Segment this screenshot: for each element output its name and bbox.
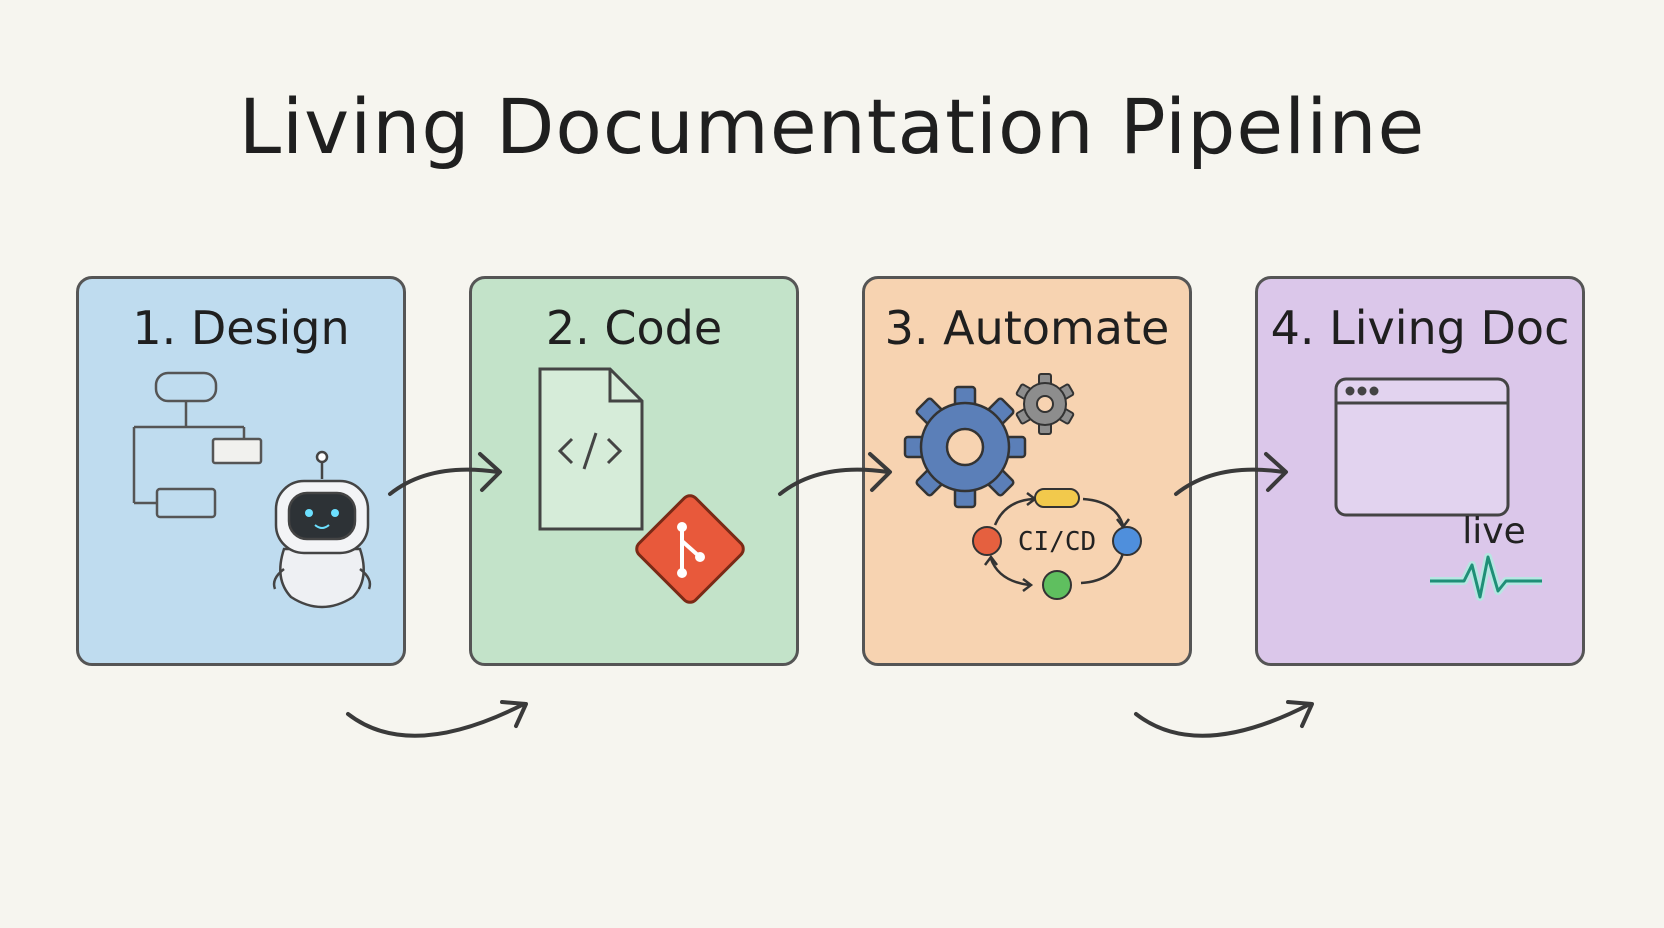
living-doc-icons: live <box>1334 377 1542 601</box>
automate-icons: CI/CD <box>903 373 1142 600</box>
stage-card-code: 2. Code <box>469 276 799 666</box>
arrow-design-to-code <box>388 452 502 496</box>
stage-card-living-doc: 4. Living Doc live <box>1255 276 1585 666</box>
arrow-code-to-automate <box>778 452 892 496</box>
pulse-icon <box>1430 553 1542 601</box>
stage-title-code: 2. Code <box>545 301 723 355</box>
code-icons <box>538 367 745 604</box>
browser-window-icon <box>1334 377 1510 517</box>
arrow-bottom-right <box>1134 700 1314 738</box>
live-label: live <box>1462 511 1525 552</box>
stage-card-design: 1. Design <box>76 276 406 666</box>
robot-icon <box>272 450 372 609</box>
cicd-label: CI/CD <box>1018 527 1096 557</box>
git-icon <box>635 494 745 604</box>
design-icons <box>132 371 372 609</box>
stage-title-automate: 3. Automate <box>884 301 1170 355</box>
stage-title-design: 1. Design <box>132 301 350 355</box>
flowchart-icon <box>132 371 263 519</box>
code-file-icon <box>538 367 644 531</box>
diagram-title: Living Documentation Pipeline <box>238 82 1426 171</box>
arrow-automate-to-living-doc <box>1174 452 1288 496</box>
stage-title-living-doc: 4. Living Doc <box>1270 301 1570 355</box>
cicd-cycle-icon: CI/CD <box>972 488 1142 600</box>
gears-icon <box>903 373 1075 509</box>
stage-card-automate: 3. Automate <box>862 276 1192 666</box>
arrow-bottom-left <box>346 700 528 738</box>
